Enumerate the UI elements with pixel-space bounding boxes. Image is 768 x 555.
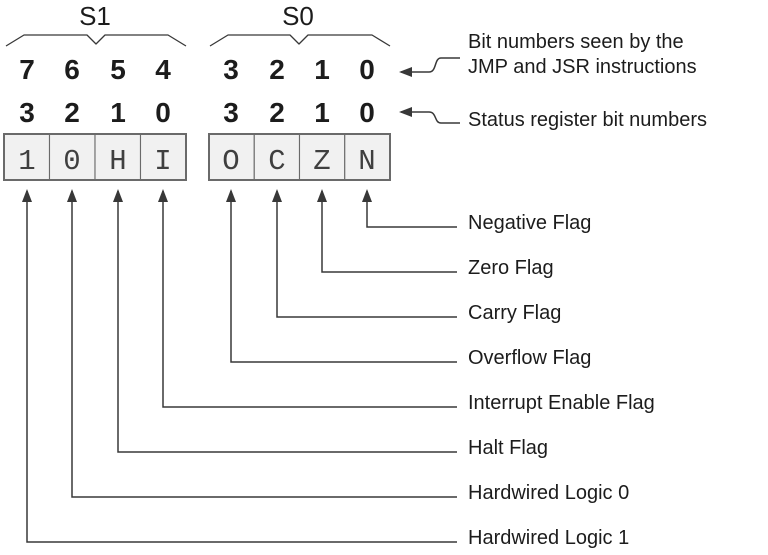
status-bit-number: 3 xyxy=(19,97,35,128)
flag-connector-negative xyxy=(362,189,457,228)
status-bit-number: 3 xyxy=(223,97,239,128)
flag-label-overflow: Overflow Flag xyxy=(468,347,591,369)
jmp-bit-number: 5 xyxy=(110,54,126,85)
register-cell xyxy=(298,133,346,181)
status-bit-number: 0 xyxy=(155,97,171,128)
jmp-bit-number: 1 xyxy=(314,54,330,85)
jmp-bit-number: 4 xyxy=(155,54,171,85)
register-cell-char: N xyxy=(358,145,375,178)
jmp-jsr-annotation-line1: Bit numbers seen by the xyxy=(468,31,684,53)
jmp-bit-number: 0 xyxy=(359,54,375,85)
flag-connector-hardwired-0 xyxy=(67,189,457,498)
flag-label-carry: Carry Flag xyxy=(468,302,561,324)
status-bit-number: 2 xyxy=(64,97,80,128)
jmp-bit-number: 6 xyxy=(64,54,80,85)
register-cell-char: Z xyxy=(313,145,330,178)
status-annotation-label: Status register bit numbers xyxy=(468,109,707,131)
flag-connector-overflow xyxy=(226,189,457,363)
jmp-bit-number: 2 xyxy=(269,54,285,85)
jmp-bit-number: 3 xyxy=(223,54,239,85)
group-label-s0: S0 xyxy=(282,1,314,31)
register-cell-char: O xyxy=(222,145,239,178)
flag-label-zero: Zero Flag xyxy=(468,257,554,279)
s0-brace xyxy=(209,34,391,47)
flag-connector-carry xyxy=(272,189,457,318)
register-cell xyxy=(48,133,96,181)
s1-brace xyxy=(5,34,187,47)
register-cell-char: 0 xyxy=(63,145,80,178)
register-cell-char: H xyxy=(109,145,126,178)
register-cell-char: I xyxy=(154,145,171,178)
flag-label-hardwired-1: Hardwired Logic 1 xyxy=(468,527,629,549)
register-box-s1 xyxy=(3,133,187,181)
register-cell xyxy=(253,133,301,181)
status-bit-number: 0 xyxy=(359,97,375,128)
jmp-jsr-annotation-connector xyxy=(399,57,460,77)
jmp-jsr-annotation-line2: JMP and JSR instructions xyxy=(468,56,697,78)
flag-connector-halt xyxy=(113,189,457,453)
flag-label-interrupt-enable: Interrupt Enable Flag xyxy=(468,392,655,414)
status-bit-number: 1 xyxy=(314,97,330,128)
flag-connector-interrupt-enable xyxy=(158,189,457,408)
status-annotation-connector xyxy=(399,107,460,124)
flag-connector-zero xyxy=(317,189,457,273)
flag-label-negative: Negative Flag xyxy=(468,212,591,234)
register-cell-char: C xyxy=(268,145,285,178)
register-box-s0 xyxy=(208,133,391,181)
status-bit-number: 1 xyxy=(110,97,126,128)
flag-label-hardwired-0: Hardwired Logic 0 xyxy=(468,482,629,504)
group-label-s1: S1 xyxy=(79,1,111,31)
register-cell-char: 1 xyxy=(18,145,35,178)
register-cell xyxy=(344,133,391,181)
jmp-bit-number: 7 xyxy=(19,54,35,85)
status-bit-number: 2 xyxy=(269,97,285,128)
flag-label-halt: Halt Flag xyxy=(468,437,548,459)
flag-connector-hardwired-1 xyxy=(22,189,457,543)
